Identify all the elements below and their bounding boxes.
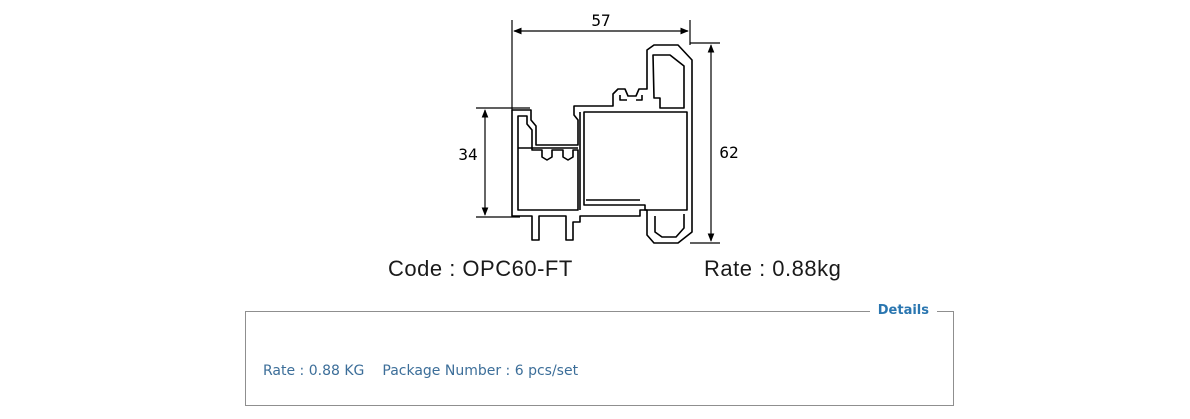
dimension-width-label: 57 (591, 11, 610, 30)
dimension-left-label: 34 (458, 145, 477, 164)
details-rate: Rate : 0.88 KG (263, 363, 365, 379)
product-code-caption: Code : OPC60-FT (388, 256, 573, 281)
dimension-left (476, 107, 530, 218)
profile-drawing: 57 34 62 (458, 11, 739, 244)
dimension-height (690, 42, 720, 244)
details-package: Package Number : 6 pcs/set (382, 363, 579, 379)
dimension-height-label: 62 (719, 143, 738, 162)
details-panel: Details Rate : 0.88 KG Package Number : 6… (245, 303, 954, 406)
dimension-width (511, 20, 691, 110)
details-text: Rate : 0.88 KG Package Number : 6 pcs/set (263, 363, 578, 379)
details-legend: Details (869, 303, 937, 319)
profile-outline (511, 44, 693, 244)
product-rate-caption: Rate : 0.88kg (704, 256, 842, 281)
